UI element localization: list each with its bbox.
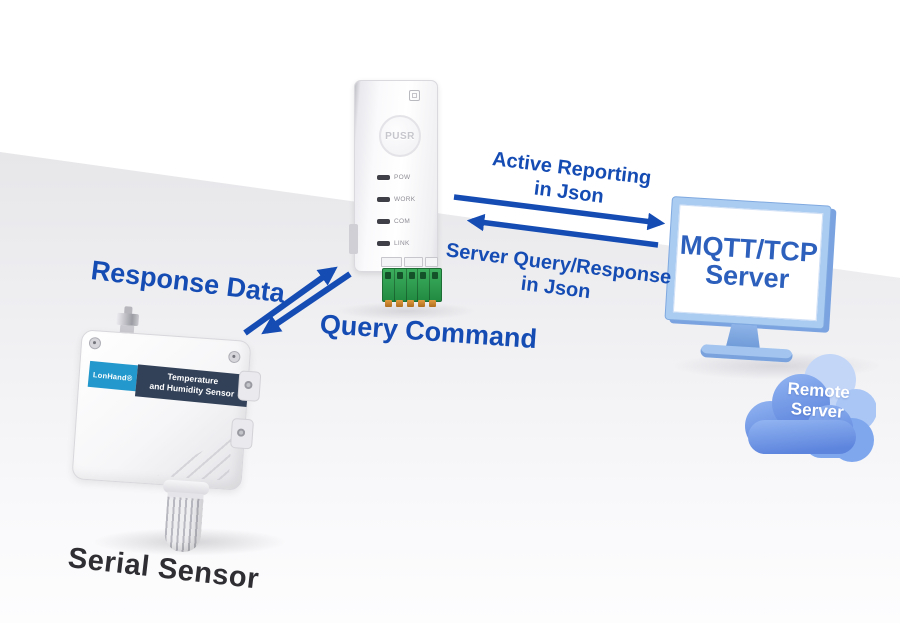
- terminal-marking-tag: [381, 257, 402, 267]
- remote-server-cloud-icon: [745, 354, 876, 462]
- terminal-cell: [383, 269, 395, 301]
- led-label: LINK: [394, 240, 410, 247]
- terminal-cell: [395, 269, 407, 301]
- terminal-cell: [418, 269, 431, 301]
- led-label: COM: [394, 218, 411, 225]
- screw-icon: [227, 350, 241, 364]
- led-label: POW: [394, 174, 411, 181]
- cloud-caption: Remote Server: [761, 377, 875, 424]
- top-marking-icon: [409, 90, 420, 101]
- terminal-pin: [385, 300, 392, 307]
- led-indicator-icon: [377, 175, 390, 180]
- led-row-pow: POW: [377, 171, 415, 184]
- terminal-marking-tag: [425, 257, 438, 267]
- terminal-pins: [385, 300, 436, 307]
- mounting-ear: [229, 417, 255, 450]
- led-row-com: COM: [377, 215, 415, 228]
- terminal-marking-strip: [381, 257, 438, 267]
- led-indicator-icon: [377, 241, 390, 246]
- sensor-product-label: Temperature and Humidity Sensor: [134, 364, 250, 408]
- active-reporting-label: Active Reporting in Json: [462, 144, 678, 217]
- sensor-brand-label: LonHand®: [87, 360, 138, 392]
- green-terminal-block: [382, 268, 442, 302]
- terminal-pin: [396, 300, 403, 307]
- sensor-enclosure: LonHand® Temperature and Humidity Sensor: [71, 329, 252, 491]
- serial-gateway-device: PUSR POW WORK COM LINK: [349, 76, 448, 312]
- gateway-led-panel: POW WORK COM LINK: [377, 171, 415, 259]
- monitor-screen: MQTT/TCP Server: [672, 204, 824, 322]
- led-label: WORK: [394, 196, 416, 203]
- gateway-body: PUSR POW WORK COM LINK: [354, 80, 438, 272]
- sensor-label-line2: and Humidity Sensor: [149, 381, 235, 400]
- sensor-label-band: LonHand® Temperature and Humidity Sensor: [87, 360, 250, 408]
- led-indicator-icon: [377, 219, 390, 224]
- monitor-frame: MQTT/TCP Server: [664, 196, 832, 330]
- vent-grooves: [157, 430, 232, 481]
- monitor-stand-neck: [726, 324, 761, 349]
- terminal-cell: [407, 269, 419, 301]
- din-rail-clip: [349, 224, 358, 254]
- mounting-ear: [237, 370, 262, 402]
- terminal-cell: [430, 269, 441, 301]
- gateway-logo-badge: PUSR: [379, 115, 421, 157]
- led-row-work: WORK: [377, 193, 415, 206]
- serial-sensor-device: LonHand® Temperature and Humidity Sensor: [66, 303, 278, 566]
- gateway-shadow: [336, 302, 476, 320]
- screw-icon: [88, 336, 102, 350]
- terminal-pin: [418, 300, 425, 307]
- led-row-link: LINK: [377, 237, 415, 250]
- led-indicator-icon: [377, 197, 390, 202]
- terminal-marking-tag: [404, 257, 423, 267]
- probe-grill: [163, 496, 204, 554]
- terminal-pin: [407, 300, 414, 307]
- terminal-pin: [429, 300, 436, 307]
- server-screen-line2: Server: [704, 259, 791, 295]
